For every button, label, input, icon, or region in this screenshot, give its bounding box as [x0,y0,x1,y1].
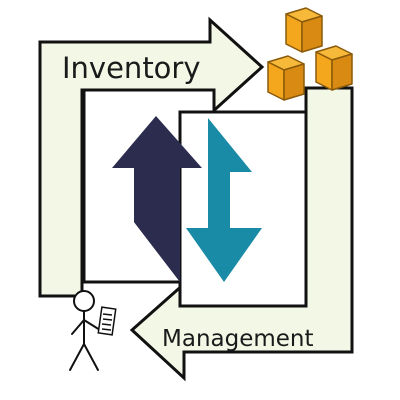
box-stack [267,7,353,101]
up-arrow-body [134,166,180,282]
stick-figure-person-icon [69,290,101,371]
cardboard-box-icon [267,55,305,101]
cardboard-box-icon [285,7,323,53]
bottom-label: Management [162,326,314,352]
clipboard-icon [97,306,117,336]
top-label: Inventory [62,51,201,85]
cardboard-box-icon [315,45,353,91]
down-arrow-icon [186,118,262,282]
inner-panel-right [178,110,308,308]
